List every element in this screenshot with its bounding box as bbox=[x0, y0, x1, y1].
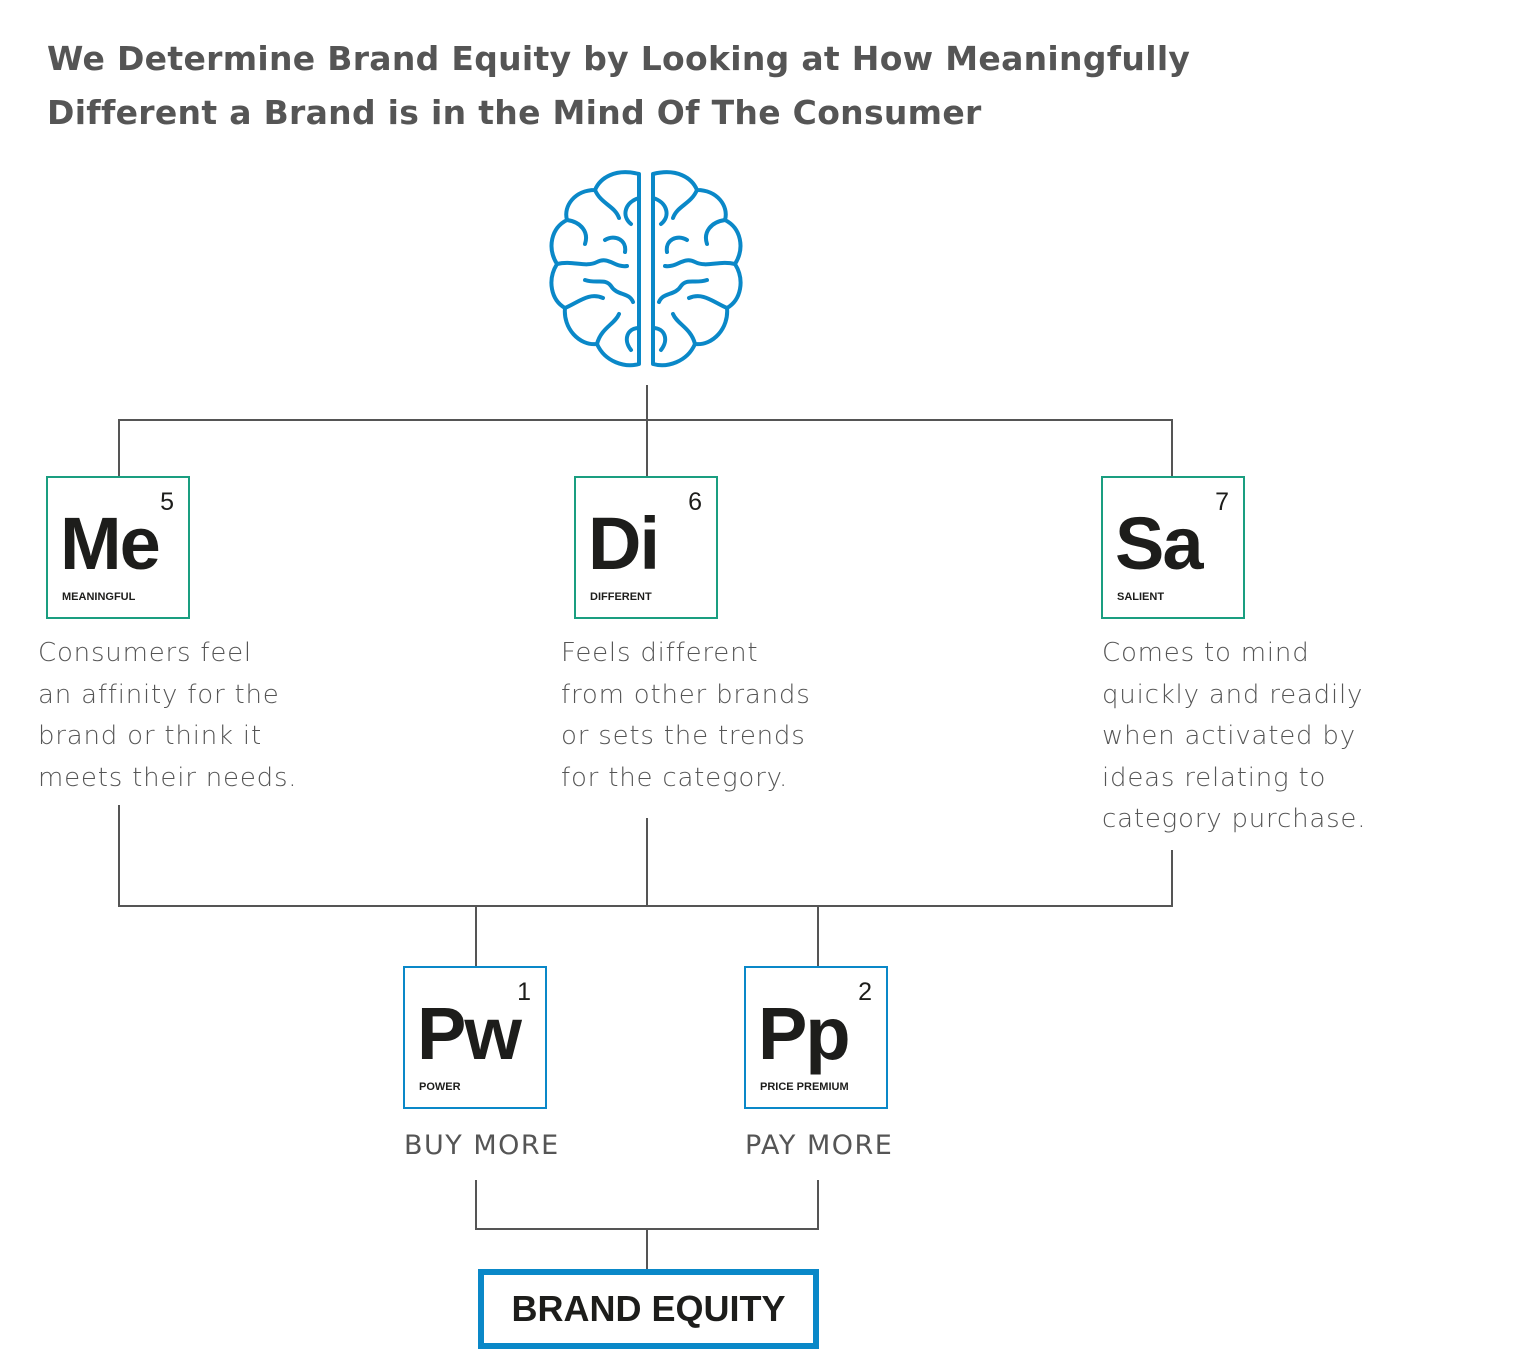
desc-line: from other brands bbox=[561, 679, 811, 710]
title-line-1: We Determine Brand Equity by Looking at … bbox=[47, 39, 1191, 78]
desc-line: for the category. bbox=[561, 762, 789, 793]
tile-number: 1 bbox=[517, 978, 531, 1006]
connector bbox=[119, 905, 1173, 907]
connector bbox=[475, 905, 477, 967]
connector bbox=[817, 905, 819, 967]
tile-name: MEANINGFUL bbox=[62, 591, 136, 603]
tile-symbol: Di bbox=[588, 502, 660, 585]
connector bbox=[475, 1180, 477, 1230]
tile-name: SALIENT bbox=[1117, 591, 1165, 603]
desc-line: Feels different bbox=[561, 638, 759, 668]
pay-more-label: PAY MORE bbox=[745, 1130, 894, 1161]
desc-line: quickly and readily bbox=[1102, 679, 1364, 710]
connector bbox=[1171, 850, 1173, 907]
desc-line: category purchase. bbox=[1102, 804, 1367, 834]
tile-number: 5 bbox=[160, 488, 174, 516]
meaningful-tile: 5 Me MEANINGFUL bbox=[46, 476, 190, 619]
tile-number: 7 bbox=[1215, 488, 1229, 516]
connector bbox=[118, 805, 120, 907]
different-tile: 6 Di DIFFERENT bbox=[574, 476, 718, 619]
connector bbox=[119, 419, 1173, 421]
buy-more-label: BUY MORE bbox=[404, 1130, 560, 1161]
title-line-2: Different a Brand is in the Mind Of The … bbox=[47, 93, 982, 132]
tile-number: 6 bbox=[688, 488, 702, 516]
desc-line: an affinity for the bbox=[38, 679, 280, 710]
connector bbox=[118, 419, 120, 477]
desc-line: meets their needs. bbox=[38, 762, 298, 793]
tile-symbol: Sa bbox=[1115, 502, 1204, 585]
salient-tile: 7 Sa SALIENT bbox=[1101, 476, 1245, 619]
desc-line: when activated by bbox=[1102, 721, 1356, 751]
tile-symbol: Pw bbox=[417, 992, 522, 1075]
desc-line: or sets the trends bbox=[561, 721, 806, 751]
desc-line: Comes to mind bbox=[1102, 638, 1310, 668]
price-premium-tile: 2 Pp PRICE PREMIUM bbox=[744, 966, 888, 1109]
brand-equity-box: BRAND EQUITY bbox=[478, 1269, 819, 1349]
tile-name: PRICE PREMIUM bbox=[760, 1081, 849, 1093]
connector bbox=[817, 1180, 819, 1230]
meaningful-description: Consumers feel an affinity for the brand… bbox=[38, 633, 297, 799]
connector bbox=[646, 818, 648, 907]
tile-symbol: Me bbox=[60, 502, 161, 585]
connector bbox=[646, 385, 648, 477]
brain-icon bbox=[549, 170, 743, 368]
tile-number: 2 bbox=[858, 978, 872, 1006]
desc-line: Consumers feel bbox=[38, 638, 252, 668]
desc-line: ideas relating to bbox=[1102, 762, 1327, 793]
tile-name: POWER bbox=[419, 1081, 461, 1093]
power-tile: 1 Pw POWER bbox=[403, 966, 547, 1109]
page-title: We Determine Brand Equity by Looking at … bbox=[47, 32, 1190, 140]
desc-line: brand or think it bbox=[38, 721, 262, 751]
tile-symbol: Pp bbox=[758, 992, 851, 1075]
connector bbox=[1171, 419, 1173, 477]
salient-description: Comes to mind quickly and readily when a… bbox=[1102, 633, 1366, 841]
different-description: Feels different from other brands or set… bbox=[561, 633, 811, 799]
connector bbox=[646, 1228, 648, 1270]
tile-name: DIFFERENT bbox=[590, 591, 652, 603]
